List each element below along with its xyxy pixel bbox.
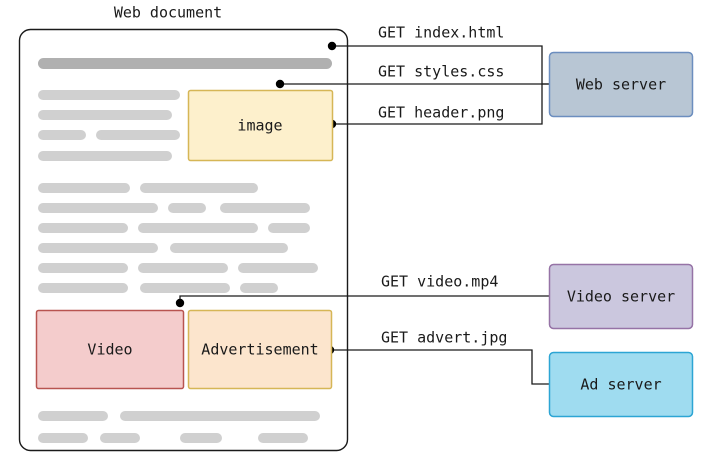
request-labels: GET index.html GET styles.css GET header…: [378, 24, 507, 347]
document-skeleton: [38, 58, 332, 443]
dot-styles-css-source: [275, 79, 285, 89]
web-server-label: Web server: [576, 76, 666, 94]
server-nodes: Web server Video server Ad server: [548, 51, 694, 418]
document-content-blocks: image Video Advertisement: [35, 89, 334, 390]
request-label-get-advert-jpg: GET advert.jpg: [381, 329, 507, 347]
ad-server-node[interactable]: [548, 351, 694, 418]
dot-video-mp4-source: [175, 298, 185, 308]
page-title: Web document: [114, 4, 222, 22]
edge-get-advert-jpg: [330, 349, 549, 385]
image-block[interactable]: [187, 89, 334, 162]
request-label-get-video-mp4: GET video.mp4: [381, 273, 498, 291]
skeleton-header-bar: [38, 58, 332, 69]
request-label-get-index-html: GET index.html: [378, 24, 504, 42]
video-block[interactable]: [35, 309, 185, 390]
skeleton-body-bars: [38, 90, 320, 443]
image-block-label: image: [237, 117, 282, 135]
request-label-get-styles-css: GET styles.css: [378, 63, 504, 81]
video-server-node[interactable]: [548, 263, 694, 330]
web-server-node[interactable]: [548, 51, 694, 118]
advertisement-block-label: Advertisement: [201, 341, 318, 359]
request-label-get-header-png: GET header.png: [378, 104, 504, 122]
video-block-label: Video: [87, 341, 132, 359]
advertisement-block[interactable]: [187, 309, 333, 390]
edge-get-header-png: [332, 84, 543, 125]
video-server-label: Video server: [567, 288, 675, 306]
dot-index-html-source: [327, 41, 337, 51]
ad-server-label: Ad server: [580, 376, 661, 394]
